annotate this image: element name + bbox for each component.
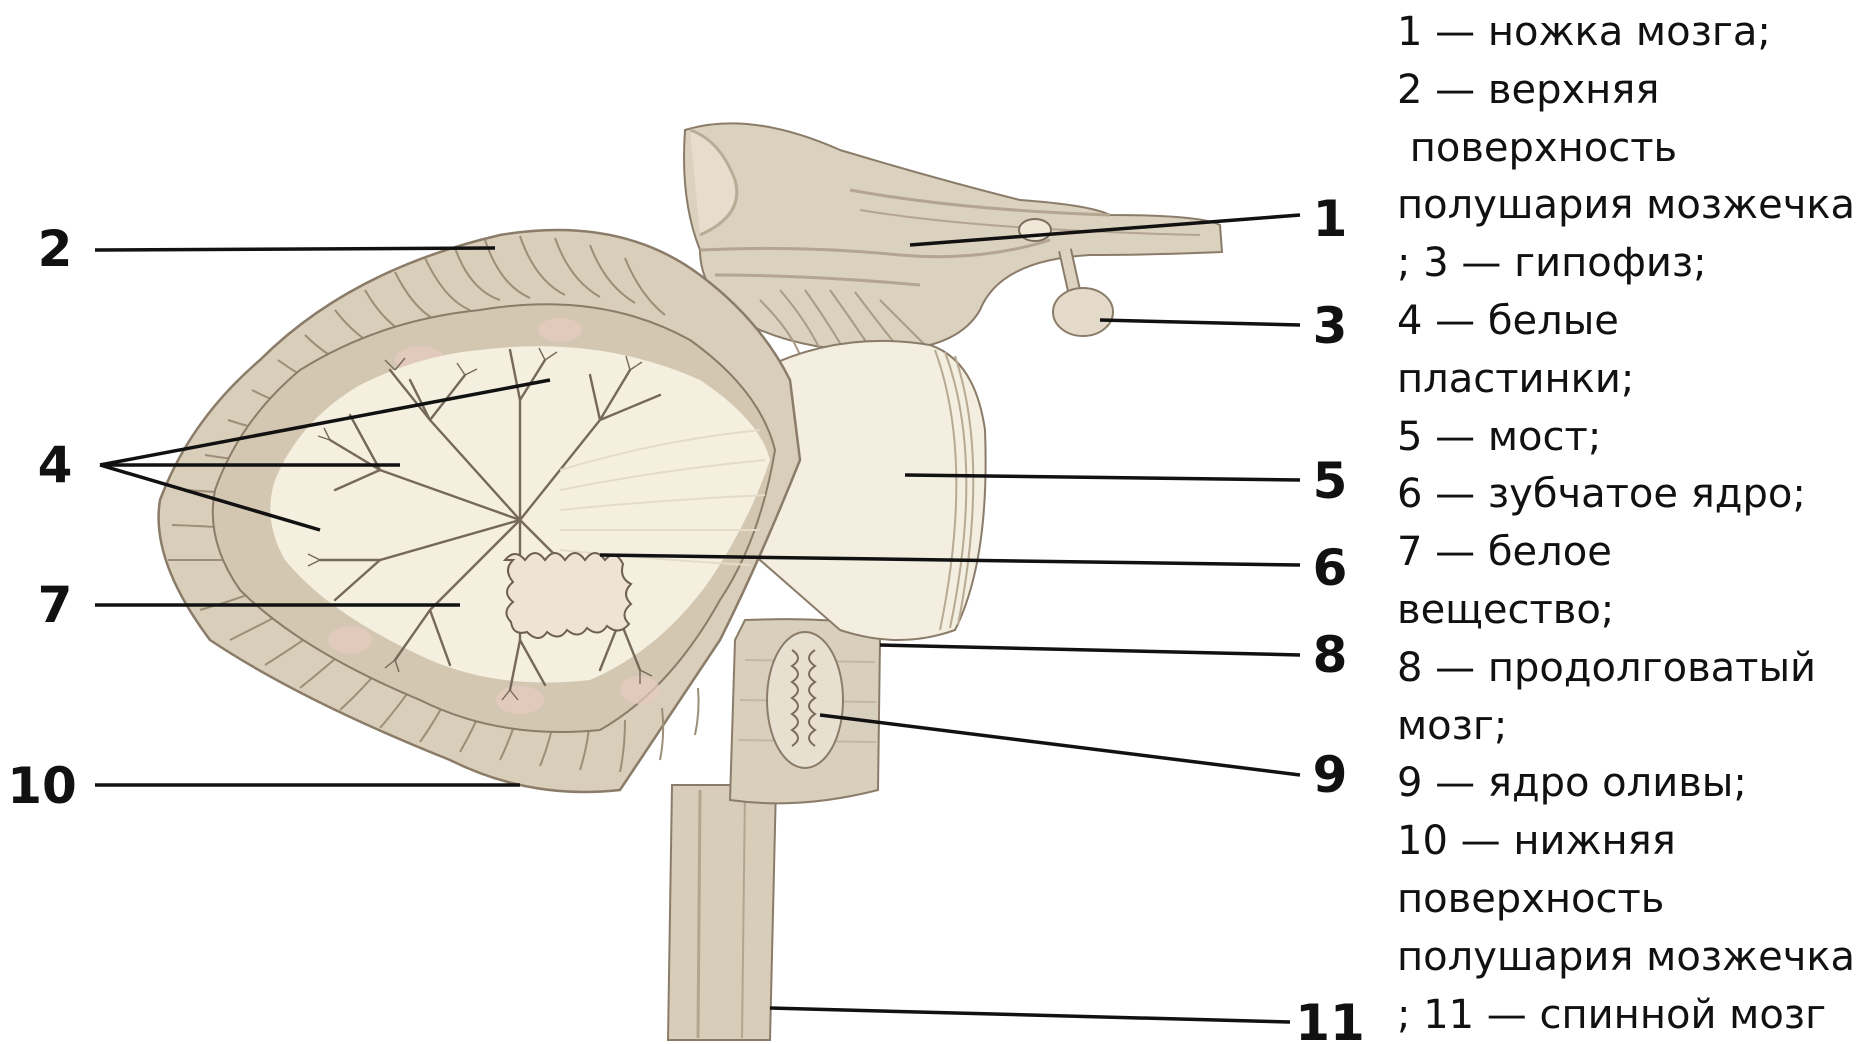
leader-line-11 bbox=[770, 1008, 1290, 1022]
legend-line: ; 11 — спинной мозг bbox=[1397, 987, 1875, 1044]
legend-line: полушария мозжечка bbox=[1397, 929, 1875, 987]
leader-line-8 bbox=[880, 645, 1300, 655]
legend-line: поверхность bbox=[1397, 871, 1875, 929]
pons bbox=[760, 341, 986, 640]
callout-7: 7 bbox=[38, 576, 73, 634]
legend-line: мозг; bbox=[1397, 698, 1875, 756]
legend-line: 1 — ножка мозга; bbox=[1397, 4, 1875, 62]
legend-line: 4 — белые bbox=[1397, 293, 1875, 351]
legend-line: вещество; bbox=[1397, 582, 1875, 640]
callout-3: 3 bbox=[1313, 297, 1348, 355]
callout-11: 11 bbox=[1295, 994, 1365, 1042]
callout-1: 1 bbox=[1313, 190, 1348, 248]
legend-line: пластинки; bbox=[1397, 351, 1875, 409]
leader-line-3 bbox=[1100, 320, 1300, 325]
leader-line-9 bbox=[820, 715, 1300, 775]
anatomy-illustration bbox=[159, 123, 1222, 1040]
legend-line: 2 — верхняя bbox=[1397, 62, 1875, 120]
dentate-nucleus bbox=[505, 553, 631, 638]
callout-2: 2 bbox=[38, 220, 73, 278]
legend-line: полушария мозжечка bbox=[1397, 177, 1875, 235]
legend: 1 — ножка мозга; 2 — верхняя поверхность… bbox=[1397, 4, 1875, 1044]
olive-nucleus bbox=[767, 632, 843, 768]
pituitary-gland bbox=[1053, 250, 1113, 336]
legend-line: 5 — мост; bbox=[1397, 409, 1875, 467]
legend-line: 9 — ядро оливы; bbox=[1397, 755, 1875, 813]
leader-line-2 bbox=[95, 248, 495, 250]
legend-line: ; 3 — гипофиз; bbox=[1397, 235, 1875, 293]
legend-line: 7 — белое bbox=[1397, 524, 1875, 582]
callout-10: 10 bbox=[7, 757, 77, 815]
callout-9: 9 bbox=[1313, 746, 1348, 804]
callout-6: 6 bbox=[1313, 539, 1348, 597]
spinal-cord bbox=[668, 785, 776, 1040]
legend-line: 8 — продолговатый bbox=[1397, 640, 1875, 698]
legend-line: поверхность bbox=[1397, 120, 1875, 178]
callout-8: 8 bbox=[1313, 626, 1348, 684]
callout-4: 4 bbox=[38, 436, 73, 494]
callout-5: 5 bbox=[1313, 452, 1348, 510]
legend-line: 6 — зубчатое ядро; bbox=[1397, 466, 1875, 524]
legend-line: 10 — нижняя bbox=[1397, 813, 1875, 871]
